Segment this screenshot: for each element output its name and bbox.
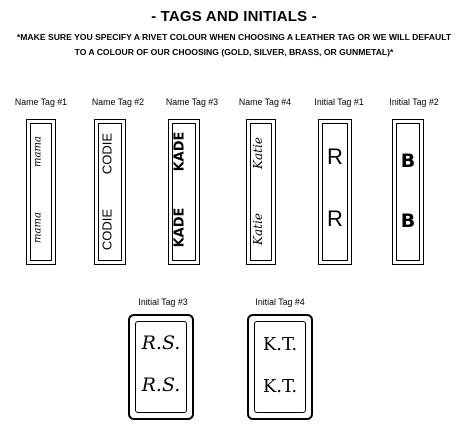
initial-tag-4-inner-border: K.T. K.T. bbox=[254, 321, 306, 413]
initial-tag-1: R R bbox=[318, 119, 352, 265]
name-tag-4-text-bottom: Katie bbox=[251, 213, 265, 245]
name-tag-3-inner-border: KADE KADE bbox=[172, 123, 196, 261]
initial-tag-1-inner-border: R R bbox=[322, 123, 348, 261]
name-tag-4-label: Name Tag #4 bbox=[238, 97, 292, 107]
initial-tag-2: B B bbox=[392, 119, 424, 265]
name-tag-2: CODIE CODIE bbox=[94, 119, 126, 265]
name-tag-1: mama mama bbox=[26, 119, 56, 265]
initial-tag-1-label: Initial Tag #1 bbox=[314, 97, 364, 107]
name-tag-1-inner-border: mama mama bbox=[30, 123, 52, 261]
name-tag-3-text-top: KADE bbox=[172, 131, 188, 172]
name-tag-1-text-top: mama bbox=[32, 136, 44, 167]
rivet-notice: *MAKE SURE YOU SPECIFY A RIVET COLOUR WH… bbox=[16, 32, 452, 57]
initial-tag-3-label: Initial Tag #3 bbox=[138, 297, 188, 307]
initial-tag-3-text-bottom: R.S. bbox=[141, 374, 181, 396]
initial-tag-3: R.S. R.S. bbox=[128, 314, 194, 420]
initial-tag-2-label: Initial Tag #2 bbox=[389, 97, 439, 107]
name-tag-3-label: Name Tag #3 bbox=[165, 97, 219, 107]
name-tag-1-label: Name Tag #1 bbox=[14, 97, 68, 107]
name-tag-4-inner-border: Katie Katie bbox=[250, 123, 272, 261]
name-tag-2-inner-border: CODIE CODIE bbox=[98, 123, 122, 261]
name-tag-2-text-bottom: CODIE bbox=[99, 208, 115, 251]
initial-tag-2-text-top: B bbox=[400, 150, 416, 172]
name-tag-2-label: Name Tag #2 bbox=[91, 97, 145, 107]
name-tag-1-text-bottom: mama bbox=[32, 212, 44, 243]
page-title: - TAGS AND INITIALS - bbox=[151, 8, 317, 25]
name-tag-4-text-top: Katie bbox=[251, 137, 265, 169]
name-tag-2-text-top: CODIE bbox=[99, 132, 115, 175]
name-tag-4: Katie Katie bbox=[246, 119, 276, 265]
initial-tag-3-text-top: R.S. bbox=[141, 332, 181, 354]
name-tag-3-text-bottom: KADE bbox=[172, 207, 188, 248]
initial-tag-4: K.T. K.T. bbox=[247, 314, 313, 420]
initial-tag-2-text-bottom: B bbox=[400, 210, 416, 232]
initial-tag-1-text-bottom: R bbox=[327, 206, 343, 231]
initial-tag-4-text-bottom: K.T. bbox=[262, 376, 298, 397]
initial-tag-1-text-top: R bbox=[327, 144, 343, 169]
initial-tag-4-text-top: K.T. bbox=[262, 334, 298, 355]
initial-tag-4-label: Initial Tag #4 bbox=[255, 297, 305, 307]
name-tag-3: KADE KADE bbox=[168, 119, 200, 265]
initial-tag-3-inner-border: R.S. R.S. bbox=[135, 321, 187, 413]
initial-tag-2-inner-border: B B bbox=[396, 123, 420, 261]
